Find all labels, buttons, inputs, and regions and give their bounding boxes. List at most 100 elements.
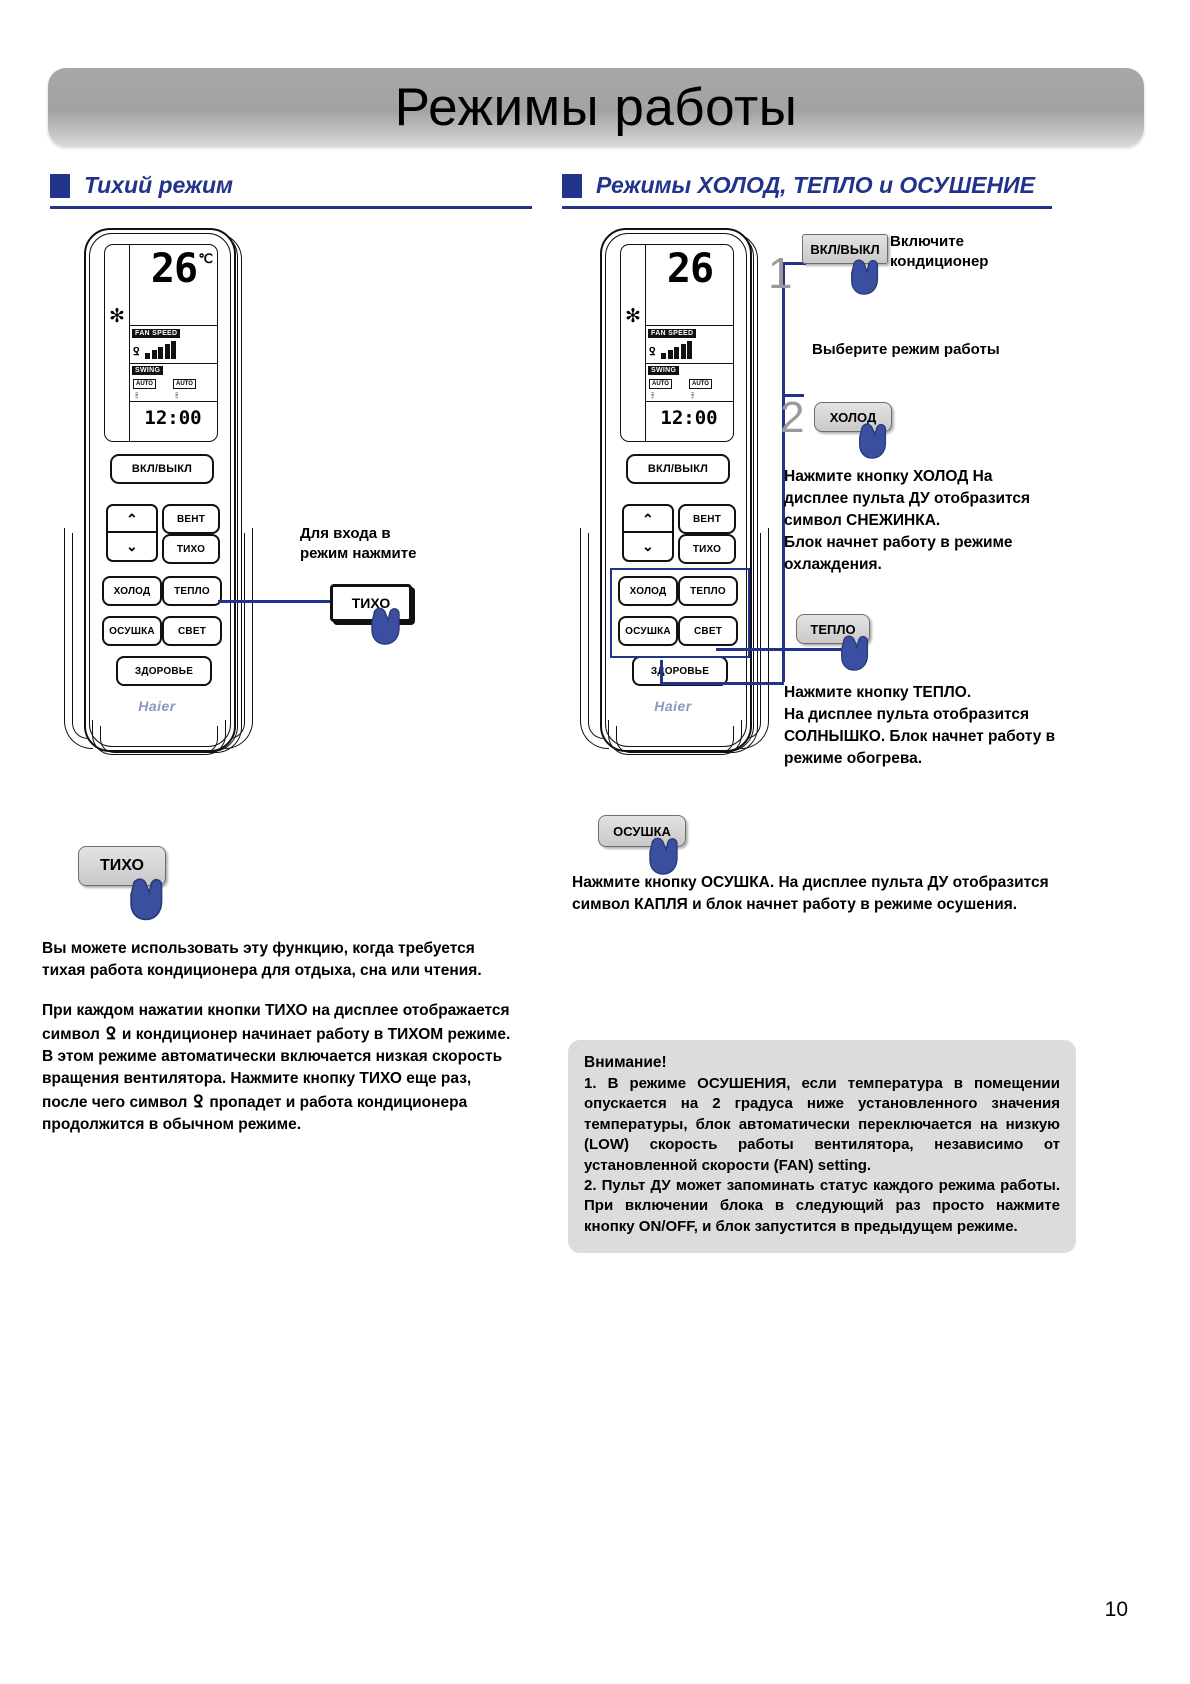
- heat-mode-description: Нажмите кнопку ТЕПЛО. На дисплее пульта …: [784, 684, 1056, 767]
- connector-line-quiet: [218, 600, 330, 603]
- quiet-hint-line-1: Для входа в: [300, 525, 391, 542]
- page-title: Режимы работы: [394, 77, 798, 137]
- lcd-divider-2: [645, 363, 733, 364]
- callout-button-cool[interactable]: ХОЛОД: [814, 402, 892, 432]
- section-header-left: Тихий режим: [50, 172, 233, 199]
- remote-button-fan[interactable]: ВЕНТ: [678, 504, 736, 534]
- quiet-mode-glyph-icon: Ꝿ: [105, 1024, 116, 1043]
- remote-button-temp-up[interactable]: ⌃: [622, 504, 674, 535]
- remote-lcd-display: 26 ✻ FAN SPEED Ꝿ SWING AUTO AUTO ⦙⦙⦙ ⦙⦙⦙…: [620, 244, 734, 442]
- quiet-hint-line-2: режим нажмите: [300, 544, 417, 562]
- fan-speed-bars-icon: [145, 341, 176, 359]
- remote-button-temp-down[interactable]: ⌄: [622, 531, 674, 562]
- warning-box: Внимание! 1. В режиме ОСУШЕНИЯ, если тем…: [568, 1040, 1076, 1254]
- remote-bottom-edge: [608, 720, 742, 755]
- section-rule-left: [50, 206, 532, 209]
- quiet-paragraph-2-part1: При каждом нажатии кнопки ТИХО на диспле…: [42, 1002, 510, 1043]
- remote-button-heat[interactable]: ТЕПЛО: [162, 576, 222, 606]
- remote-button-dry[interactable]: ОСУШКА: [102, 616, 162, 646]
- remote-body: 26 ℃ ✻ FAN SPEED Ꝿ SWING AUTO AUTO ⦙⦙⦙ ⦙…: [84, 228, 236, 752]
- warning-item-1: 1. В режиме ОСУШЕНИЯ, если температура в…: [584, 1075, 1060, 1174]
- step1-line-1: Включите: [890, 233, 964, 250]
- connector-line-step2-horizontal: [782, 394, 804, 397]
- quiet-paragraph-1: Вы можете использовать эту функцию, когд…: [42, 940, 482, 979]
- lcd-swing-label: SWING: [132, 366, 164, 375]
- remote-button-quiet[interactable]: ТИХО: [678, 534, 736, 564]
- connector-line-step1-vertical: [782, 262, 785, 394]
- snowflake-icon: ✻: [109, 306, 125, 327]
- section-bullet-icon: [562, 174, 582, 198]
- swing-rays-right-icon: ⦙⦙⦙: [691, 391, 695, 400]
- callout-button-onoff[interactable]: ВКЛ/ВЫКЛ: [802, 234, 888, 264]
- warning-title: Внимание!: [584, 1054, 667, 1071]
- swing-auto-right-icon: AUTO: [689, 379, 712, 389]
- page-title-banner: Режимы работы: [48, 68, 1144, 146]
- remote-control-right: 26 ✻ FAN SPEED Ꝿ SWING AUTO AUTO ⦙⦙⦙ ⦙⦙⦙…: [578, 228, 778, 768]
- remote-button-heat[interactable]: ТЕПЛО: [678, 576, 738, 606]
- step-number-1: 1: [768, 249, 793, 298]
- remote-button-cool[interactable]: ХОЛОД: [618, 576, 678, 606]
- remote-button-light[interactable]: СВЕТ: [678, 616, 738, 646]
- select-mode-text: Выберите режим работы: [812, 341, 1000, 358]
- remote-bottom-edge-inner: [100, 726, 218, 753]
- swing-auto-right-icon: AUTO: [173, 379, 196, 389]
- callout-button-quiet[interactable]: ТИХО: [330, 584, 412, 622]
- connector-line-dry-vertical: [660, 660, 663, 684]
- snowflake-icon: ✻: [625, 306, 641, 327]
- section-title-right: Режимы ХОЛОД, ТЕПЛО и ОСУШЕНИЕ: [596, 172, 1035, 198]
- mode-buttons-highlight: [610, 568, 750, 658]
- lcd-temperature: 26: [150, 246, 198, 292]
- section-bullet-icon: [50, 174, 70, 198]
- remote-button-temp-up[interactable]: ⌃: [106, 504, 158, 535]
- lcd-divider-1: [645, 325, 733, 326]
- lcd-divider-2: [129, 363, 217, 364]
- remote-bottom-edge: [92, 720, 226, 755]
- quiet-paragraph-2-part3: пропадет и работа кондиционера продолжит…: [42, 1094, 468, 1134]
- callout-button-heat[interactable]: ТЕПЛО: [796, 614, 870, 644]
- callout-button-dry[interactable]: ОСУШКА: [598, 815, 686, 847]
- remote-button-onoff[interactable]: ВКЛ/ВЫКЛ: [110, 454, 214, 484]
- connector-line-step2-vertical: [782, 394, 785, 682]
- lcd-temperature: 26: [666, 246, 714, 292]
- lcd-divider-1: [129, 325, 217, 326]
- lcd-swing-label: SWING: [648, 366, 680, 375]
- remote-body-inner: [89, 233, 231, 747]
- quiet-mode-icon: Ꝿ: [133, 346, 140, 358]
- remote-button-onoff[interactable]: ВКЛ/ВЫКЛ: [626, 454, 730, 484]
- section-header-right: Режимы ХОЛОД, ТЕПЛО и ОСУШЕНИЕ: [562, 172, 1035, 199]
- quiet-mode-glyph-icon: Ꝿ: [193, 1092, 204, 1112]
- cool-mode-description: Нажмите кнопку ХОЛОД На дисплее пульта Д…: [784, 468, 1031, 573]
- quiet-paragraph-2: При каждом нажатии кнопки ТИХО на диспле…: [42, 1000, 512, 1136]
- step-number-2: 2: [780, 393, 805, 442]
- quiet-button-large[interactable]: ТИХО: [78, 846, 166, 886]
- lcd-clock: 12:00: [660, 407, 718, 429]
- remote-button-health[interactable]: ЗДОРОВЬЕ: [116, 656, 212, 686]
- lcd-divider-3: [645, 401, 733, 402]
- lcd-clock: 12:00: [144, 407, 202, 429]
- remote-button-dry[interactable]: ОСУШКА: [618, 616, 678, 646]
- lcd-divider-3: [129, 401, 217, 402]
- remote-button-fan[interactable]: ВЕНТ: [162, 504, 220, 534]
- connector-line-dry: [660, 682, 784, 685]
- lcd-vertical-divider: [645, 245, 646, 441]
- swing-rays-left-icon: ⦙⦙⦙: [135, 391, 139, 400]
- fan-speed-bars-icon: [661, 341, 692, 359]
- remote-body-inner: [605, 233, 747, 747]
- connector-line-heat: [716, 648, 866, 651]
- remote-bottom-edge-inner: [616, 726, 734, 753]
- connector-line-step1-horizontal: [782, 262, 806, 265]
- brand-logo: Haier: [654, 698, 692, 714]
- lcd-temp-unit: ℃: [198, 251, 213, 266]
- section-rule-right: [562, 206, 1052, 209]
- swing-rays-left-icon: ⦙⦙⦙: [651, 391, 655, 400]
- swing-auto-left-icon: AUTO: [133, 379, 156, 389]
- remote-button-light[interactable]: СВЕТ: [162, 616, 222, 646]
- quiet-paragraph-2-part2: и кондиционер начинает работу в ТИХОМ ре…: [42, 1026, 511, 1112]
- lcd-vertical-divider: [129, 245, 130, 441]
- remote-button-temp-down[interactable]: ⌄: [106, 531, 158, 562]
- remote-button-quiet[interactable]: ТИХО: [162, 534, 220, 564]
- page-number: 10: [1104, 1598, 1128, 1621]
- quiet-callout-hint: Для входа в режим нажмите: [300, 524, 500, 563]
- remote-button-cool[interactable]: ХОЛОД: [102, 576, 162, 606]
- lcd-fan-speed-label: FAN SPEED: [132, 329, 181, 338]
